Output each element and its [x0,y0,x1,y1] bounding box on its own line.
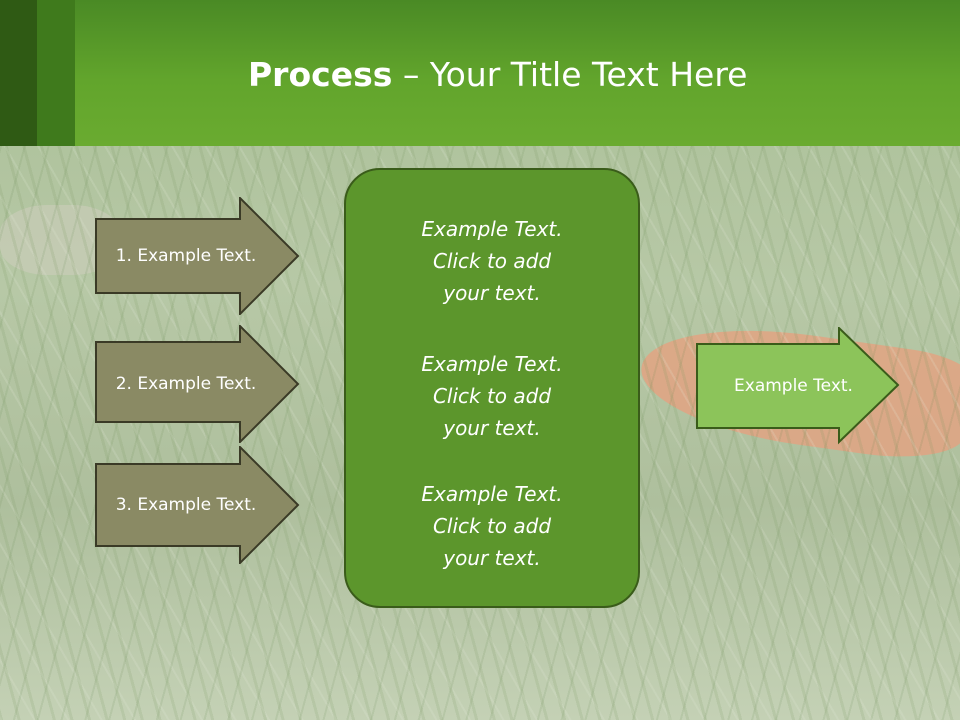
block-3-line-3: your text. [443,546,541,570]
block-3-line-2: Click to add [432,514,552,538]
block-1-line-3: your text. [443,281,541,305]
slide-title[interactable]: Process – Your Title Text Here [248,52,747,98]
center-text-box[interactable]: Example Text. Click to add your text. Ex… [344,168,640,608]
block-2-line-1: Example Text. [421,352,563,376]
block-2-line-3: your text. [443,416,541,440]
arrow-label-2: 2. Example Text. [115,374,257,394]
title-bar: Process – Your Title Text Here [0,0,960,146]
block-1-line-2: Click to add [432,249,552,273]
arrow-shape-2[interactable]: 2. Example Text. [95,325,300,443]
dark-stripe [0,0,37,146]
arrow-label-1: 1. Example Text. [115,246,257,266]
block-1-line-1: Example Text. [421,217,563,241]
center-text-block-1: Example Text. Click to add your text. [346,213,638,309]
block-3-line-1: Example Text. [421,482,563,506]
arrow-shape-right[interactable]: Example Text. [696,325,901,445]
center-text-block-2: Example Text. Click to add your text. [346,348,638,444]
title-rest: – Your Title Text Here [392,55,748,94]
arrow-shape-3[interactable]: 3. Example Text. [95,446,300,564]
arrow-label-3: 3. Example Text. [115,495,257,515]
arrow-label-right: Example Text. [734,376,853,396]
arrow-shape-1[interactable]: 1. Example Text. [95,197,300,315]
center-text-block-3: Example Text. Click to add your text. [346,478,638,574]
block-2-line-2: Click to add [432,384,552,408]
title-bold: Process [248,55,393,94]
medium-stripe [37,0,75,146]
